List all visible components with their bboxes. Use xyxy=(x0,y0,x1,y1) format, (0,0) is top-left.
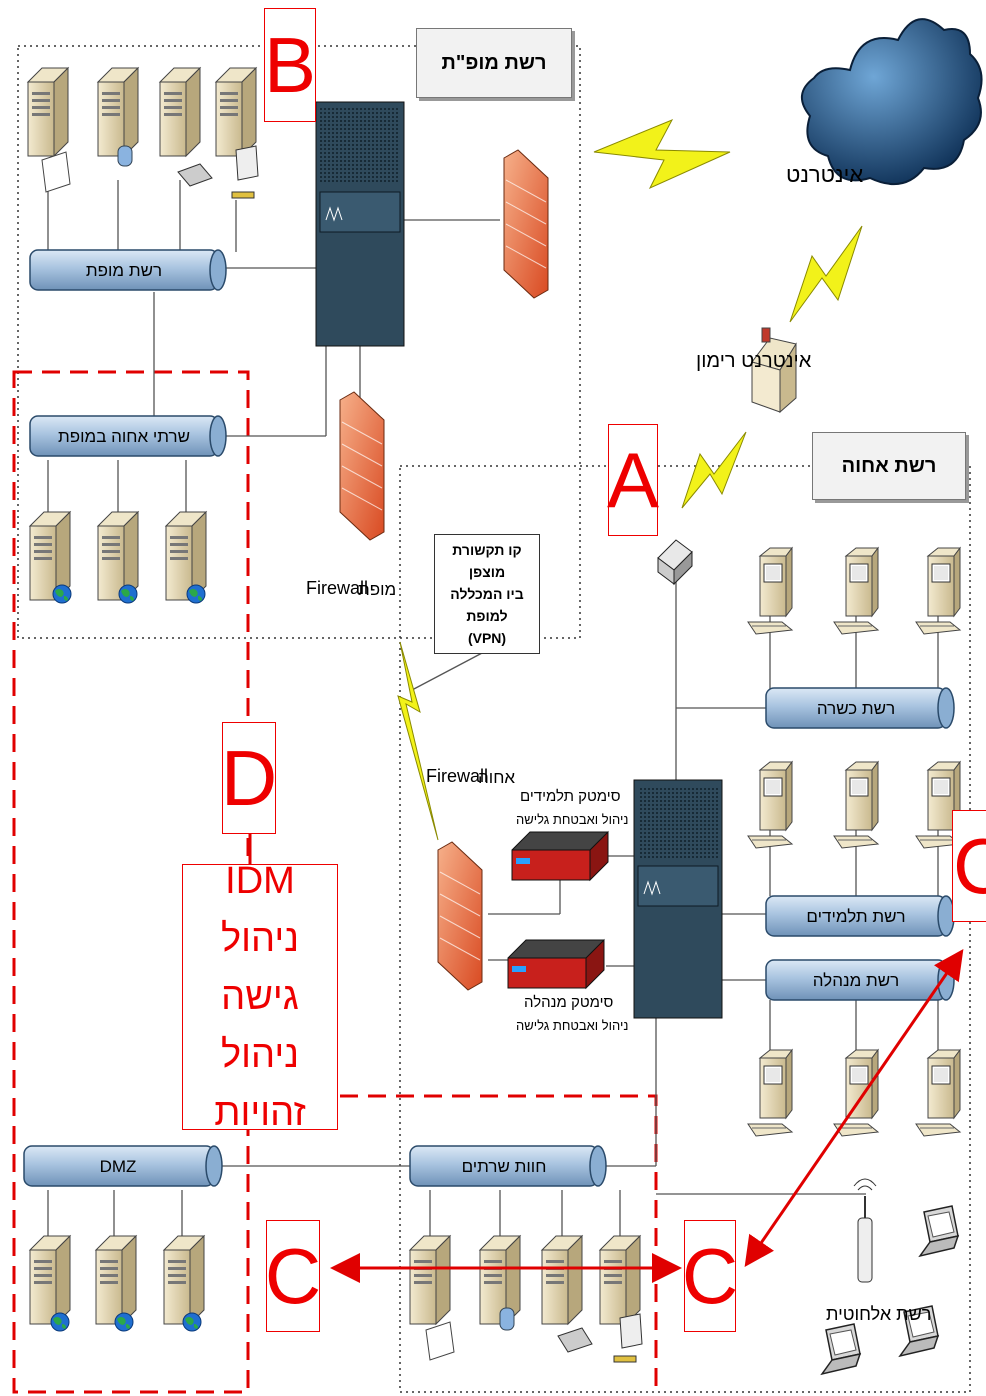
ahva-net-title: רשת אחוה xyxy=(812,432,966,500)
letter-c-mid: C xyxy=(682,1220,738,1332)
symantec-students-label: סימטק תלמידים xyxy=(520,788,621,805)
switch-icon xyxy=(315,101,723,1019)
students-net-label: רשת תלמידים xyxy=(806,907,905,926)
vpn-label-box: קו תקשורת מוצפן ביו המכללה למופת (VPN) xyxy=(434,534,540,654)
symantec-admin-label: סימטק מנהלה xyxy=(524,994,614,1011)
internet-label: אינטרנט xyxy=(786,162,864,187)
server-icon xyxy=(29,1235,205,1332)
vpn-line-2: ביו המכללה למופת xyxy=(450,586,524,624)
letter-b: B xyxy=(264,8,316,122)
server-farm-label: חוות שרתים xyxy=(462,1157,547,1176)
rimon-label: אינטרנט רימון xyxy=(696,350,812,372)
dmz-label: DMZ xyxy=(100,1157,137,1176)
firewall-mofet-en: Firewall xyxy=(306,578,369,598)
kosher-net-label: רשת כשרה xyxy=(817,699,895,718)
router-icon xyxy=(657,539,693,586)
letter-a: A xyxy=(607,424,659,536)
firewall-icon xyxy=(339,149,549,991)
appliance-icon xyxy=(507,830,609,990)
workstation-icon xyxy=(747,547,961,1137)
dmz-red-region xyxy=(12,370,250,1394)
letter-d: D xyxy=(221,722,277,834)
admin-net-label: רשת מנהלה xyxy=(813,971,899,990)
letter-c-right: C xyxy=(952,810,986,922)
server-icon xyxy=(29,511,207,604)
idm-box: IDM ניהול גישה ניהול זהויות xyxy=(182,860,338,1134)
network-pipes xyxy=(23,249,955,1187)
ahva-region-border xyxy=(399,465,971,1393)
idm-identity-mgmt: ניהול זהויות xyxy=(214,1034,306,1134)
mofet-net-title: רשת מופ"ת xyxy=(416,28,572,98)
symantec-students-sub: ניהול ואבטחת גלישה xyxy=(516,812,629,827)
lightning-icon xyxy=(397,119,863,841)
wireless-net-label: רשת אלחוטית xyxy=(826,1304,932,1324)
ahva-servers-mofet-label: שרתי אחוה במופת xyxy=(58,427,190,446)
symantec-admin-sub: ניהול ואבטחת גלישה xyxy=(516,1018,629,1033)
cloud-icon xyxy=(801,18,983,185)
pipe-labels: רשת מופת שרתי אחוה במופת רשת כשרה רשת תל… xyxy=(58,261,906,1176)
firewall-ahva-en: Firewall xyxy=(426,766,489,786)
idm-access-mgmt: ניהול גישה xyxy=(221,918,299,1018)
vpn-line-1: קו תקשורת מוצפן xyxy=(452,542,522,580)
server-icon xyxy=(409,1235,643,1363)
vpn-line-3: (VPN) xyxy=(467,630,507,646)
house-icon xyxy=(751,327,797,414)
red-arrows xyxy=(330,949,964,1283)
server-icon xyxy=(27,67,259,199)
mofet-region-border xyxy=(17,45,581,639)
letter-c-left: C xyxy=(265,1220,321,1332)
firewall-ahva-he: אחוה xyxy=(478,768,516,787)
mofet-lan-label: רשת מופת xyxy=(86,261,162,280)
idm-title: IDM xyxy=(225,860,295,902)
laptop-icon xyxy=(821,1205,959,1375)
firewall-mofet-he: מופת xyxy=(358,580,397,599)
